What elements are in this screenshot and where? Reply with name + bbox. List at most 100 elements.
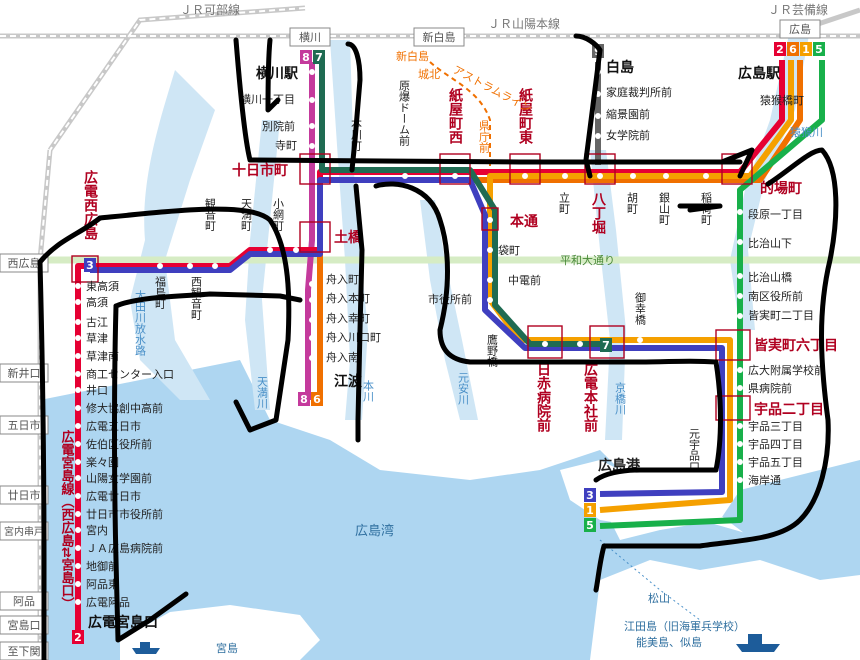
- horizontal-station-labels: 横川一丁目 別院前 寺町 家庭裁判所前 縮景園前 女学院前 猿猴橋町 段原一丁目…: [86, 49, 825, 609]
- label-hiroshima-eki: 広島駅: [738, 65, 781, 82]
- label-dobashi: 土橋: [334, 229, 363, 246]
- astram-line: [429, 61, 491, 168]
- label-tokaichi: 十日市町: [232, 162, 288, 179]
- label-rakurakuen: 楽々園: [86, 456, 119, 469]
- jr-kabe-label: ＪＲ可部線: [180, 2, 240, 17]
- label-kusatsu: 草津: [86, 332, 108, 345]
- label-kenbyoin: 県病院前: [748, 381, 792, 395]
- label-koami: 小網町: [272, 198, 285, 231]
- label-minami-2: 皆実町二丁目: [748, 308, 814, 322]
- motoyasu-river: [420, 200, 478, 420]
- label-hondori: 本通: [510, 213, 538, 230]
- label-higashi-takasu: 東高須: [86, 279, 119, 293]
- label-shiroyama: 城北: [418, 68, 440, 81]
- badge-line-1-ko: 1: [586, 504, 594, 517]
- hand-drawn-annotation: [37, 33, 839, 660]
- jr-yokogawa-label: 横川: [299, 30, 321, 44]
- jr-hatsukaichi-label: 廿日市: [8, 488, 41, 502]
- label-fukushima: 福島町: [154, 275, 167, 309]
- jr-station-boxes: [0, 19, 821, 660]
- label-shoko: 商工センター入口: [86, 367, 174, 381]
- label-hakushima: 白島: [606, 59, 634, 76]
- label-nishikanon: 西観音町: [190, 276, 203, 320]
- miyajima-island: [120, 605, 320, 660]
- label-shudo: 修大協創中高前: [86, 401, 163, 415]
- ferry-route-dotted: [599, 539, 701, 621]
- label-inokuchi: 井口: [86, 383, 108, 397]
- label-heiwa: 平和大通り: [560, 253, 615, 267]
- label-jogakuin: 女学院前: [606, 128, 650, 142]
- label-motoyasu-river: 元安川: [457, 372, 470, 405]
- label-kamiyacho-higashi: 紙屋町東: [517, 87, 533, 145]
- label-fukuro: 袋町: [498, 243, 520, 257]
- label-enko-river: 猿猴川: [790, 125, 823, 139]
- jr-iwakuni-label: 至下関: [8, 645, 41, 658]
- jr-ajina-label: 阿品: [13, 595, 35, 608]
- ota-river: [130, 70, 215, 400]
- label-tenma-river: 天満川: [256, 376, 269, 409]
- label-tatemachi: 立町: [558, 191, 571, 214]
- label-kamiyacho-nishi: 紙屋町西: [447, 87, 463, 145]
- label-funairi-minami: 舟入南: [326, 350, 359, 364]
- label-matsuyama: 松山: [648, 591, 670, 605]
- station-dots: [75, 69, 743, 605]
- label-hiroshima-wan: 広島湾: [355, 523, 394, 539]
- etajima-island: [590, 560, 860, 660]
- vertical-red-labels: 広電西広島 紙屋町西 紙屋町東 八丁堀 日赤病院前 広電本社前 広電宮島線（西広…: [59, 87, 608, 610]
- label-ujina-4: 宇品四丁目: [748, 438, 803, 451]
- label-etajima2: 能美島、似島: [636, 635, 702, 649]
- label-ota-river: 太田川放水路: [134, 290, 147, 357]
- ferry-icon-ujina: [736, 634, 780, 652]
- badge-line-7-top: 7: [315, 51, 323, 64]
- jr-miyauchi-label: 宮内串戸: [4, 525, 44, 538]
- label-betsuin: 別院前: [262, 119, 295, 133]
- label-ujina-2: 宇品二丁目: [754, 401, 824, 418]
- line-7: [319, 62, 600, 347]
- jr-hiroshima-label: 広島: [789, 22, 811, 36]
- jr-labels: ＪＲ可部線 ＪＲ山陽本線 ＪＲ芸備線: [180, 2, 828, 31]
- label-ujina-5: 宇品五丁目: [748, 456, 803, 469]
- badge-line-8-eba: 8: [300, 393, 308, 406]
- label-saeki: 佐伯区役所前: [86, 437, 152, 451]
- badge-line-6: 6: [789, 43, 797, 56]
- tram-lines: [75, 60, 825, 640]
- label-kanonmachi: 観音町: [204, 197, 217, 231]
- label-terachou: 寺町: [275, 139, 297, 152]
- label-minami-kuyakusho: 南区役所前: [748, 289, 803, 303]
- line-8: [305, 62, 315, 400]
- label-honkawa-river: 本川: [362, 379, 375, 402]
- label-miyajima: 宮島: [216, 641, 238, 655]
- label-funairi-kawa: 舟入川口町: [326, 330, 381, 344]
- label-etajima: 江田島（旧海軍兵学校）: [624, 619, 745, 633]
- vertical-station-labels: 原爆ドーム前 本川町 立町 胡町 銀山町 稲荷町 小網町 天満町 観音町 西観音…: [154, 80, 713, 472]
- label-furue: 古江: [86, 316, 108, 329]
- label-genbaku: 原爆ドーム前: [398, 80, 411, 147]
- label-eba: 江波: [334, 373, 363, 390]
- label-kusatsu-minami: 草津南: [86, 350, 119, 363]
- jr-miyajimaguchi-label: 宮島口: [8, 618, 41, 632]
- tenma-river: [245, 120, 280, 410]
- label-ginzan: 銀山町: [658, 191, 671, 225]
- badge-line-5-ko: 5: [586, 519, 594, 532]
- badge-line-7-honsha: 7: [602, 339, 610, 352]
- label-shiyakusho: 市役所前: [428, 292, 472, 306]
- label-moto-ujina: 元宇品口: [688, 428, 701, 472]
- label-funairi-machi: 舟入町: [326, 272, 359, 286]
- label-shukkei: 縮景園前: [606, 107, 650, 121]
- place-labels: 平和大通り 広島湾 宮島 松山 江田島（旧海軍兵学校） 能美島、似島 太田川放水…: [134, 125, 824, 655]
- badge-line-5: 5: [815, 43, 823, 56]
- badge-line-2-miyajima: 2: [74, 631, 82, 644]
- label-miyauchi: 宮内: [86, 523, 108, 537]
- label-nisseki: 日赤病院前: [535, 362, 551, 433]
- label-hatchobori: 八丁堀: [590, 192, 607, 235]
- label-sanyo-gakuen: 山陽女学園前: [86, 471, 152, 485]
- label-kyobashi-river: 京橋川: [614, 381, 627, 415]
- label-hijiyama-bashi: 比治山橋: [748, 270, 792, 284]
- label-minami-6: 皆実町六丁目: [754, 337, 838, 354]
- label-katei: 家庭裁判所前: [606, 85, 672, 99]
- label-yokogawa-eki: 横川駅: [256, 65, 299, 82]
- label-takasu: 高須: [86, 295, 108, 309]
- ferry-icon-miyajima: [132, 642, 160, 654]
- label-enkobashi: 猿猴橋町: [760, 93, 804, 107]
